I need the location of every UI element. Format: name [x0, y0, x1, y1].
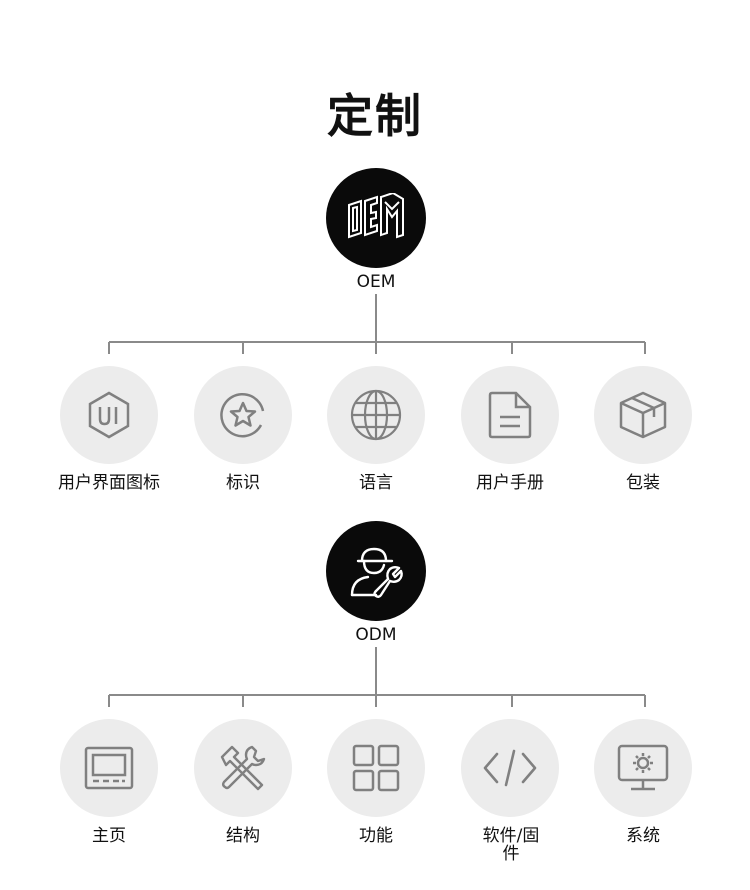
star-badge-icon: [215, 387, 271, 443]
code-icon: [481, 748, 539, 788]
odm-child-label-software: 软件/固件: [482, 826, 540, 864]
oem-child-label-language: 语言: [359, 473, 393, 493]
odm-child-function: [327, 719, 425, 817]
odm-label: ODM: [355, 625, 397, 645]
oem-child-manual: [461, 366, 559, 464]
oem-child-label-manual: 用户手册: [476, 473, 544, 493]
oem-node: [326, 168, 426, 268]
odm-child-homepage: [60, 719, 158, 817]
odm-child-software: [461, 719, 559, 817]
odm-child-system: [594, 719, 692, 817]
globe-icon: [348, 387, 404, 443]
oem-child-packaging: [594, 366, 692, 464]
oem-child-ui: [60, 366, 158, 464]
grid-icon: [351, 743, 401, 793]
tools-icon: [216, 741, 270, 795]
box-icon: [615, 387, 671, 443]
odm-child-label-homepage: 主页: [92, 826, 126, 846]
monitor-gear-icon: [616, 743, 670, 793]
engineer-wrench-icon: [346, 541, 406, 601]
odm-connector-lines: [108, 647, 646, 707]
ui-icon: [83, 389, 135, 441]
odm-child-label-system: 系统: [626, 826, 660, 846]
oem-logo-icon: [345, 193, 407, 243]
screen-icon: [83, 745, 135, 791]
oem-child-label-packaging: 包装: [626, 473, 660, 493]
oem-connector-lines: [108, 294, 646, 354]
oem-child-label-ui: 用户界面图标: [58, 473, 160, 493]
oem-child-logo: [194, 366, 292, 464]
oem-child-language: [327, 366, 425, 464]
odm-child-label-structure: 结构: [226, 826, 260, 846]
odm-child-label-function: 功能: [359, 826, 393, 846]
oem-child-label-logo: 标识: [226, 473, 260, 493]
odm-node: [326, 521, 426, 621]
oem-label: OEM: [356, 272, 396, 292]
page-title: 定制: [327, 89, 423, 143]
odm-child-structure: [194, 719, 292, 817]
document-icon: [486, 389, 534, 441]
